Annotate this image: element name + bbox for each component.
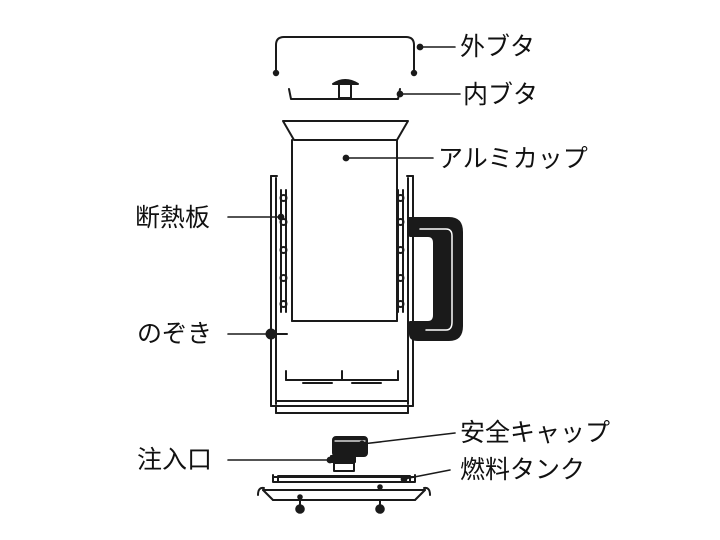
label-filler-port: 注入口: [137, 445, 213, 474]
aluminum-cup: [282, 120, 409, 322]
label-inner-lid: 内ブタ: [463, 80, 539, 109]
fuel-tank: [257, 474, 431, 514]
label-safety-cap: 安全キャップ: [460, 418, 611, 447]
filler-port: [330, 455, 356, 472]
stove-body: [270, 175, 414, 414]
handle: [408, 217, 463, 341]
label-outer-lid: 外ブタ: [460, 32, 536, 61]
label-fuel-tank: 燃料タンク: [460, 455, 586, 484]
insulation-plate-right: [396, 189, 405, 313]
insulation-plate-left: [279, 189, 288, 313]
label-aluminum-cup: アルミカップ: [438, 144, 588, 173]
label-peephole: のぞき: [137, 319, 213, 348]
label-insulation-plate: 断熱板: [135, 203, 211, 232]
leader-lines: [227, 43, 461, 483]
outer-lid: [272, 36, 418, 77]
inner-lid: [288, 79, 401, 100]
